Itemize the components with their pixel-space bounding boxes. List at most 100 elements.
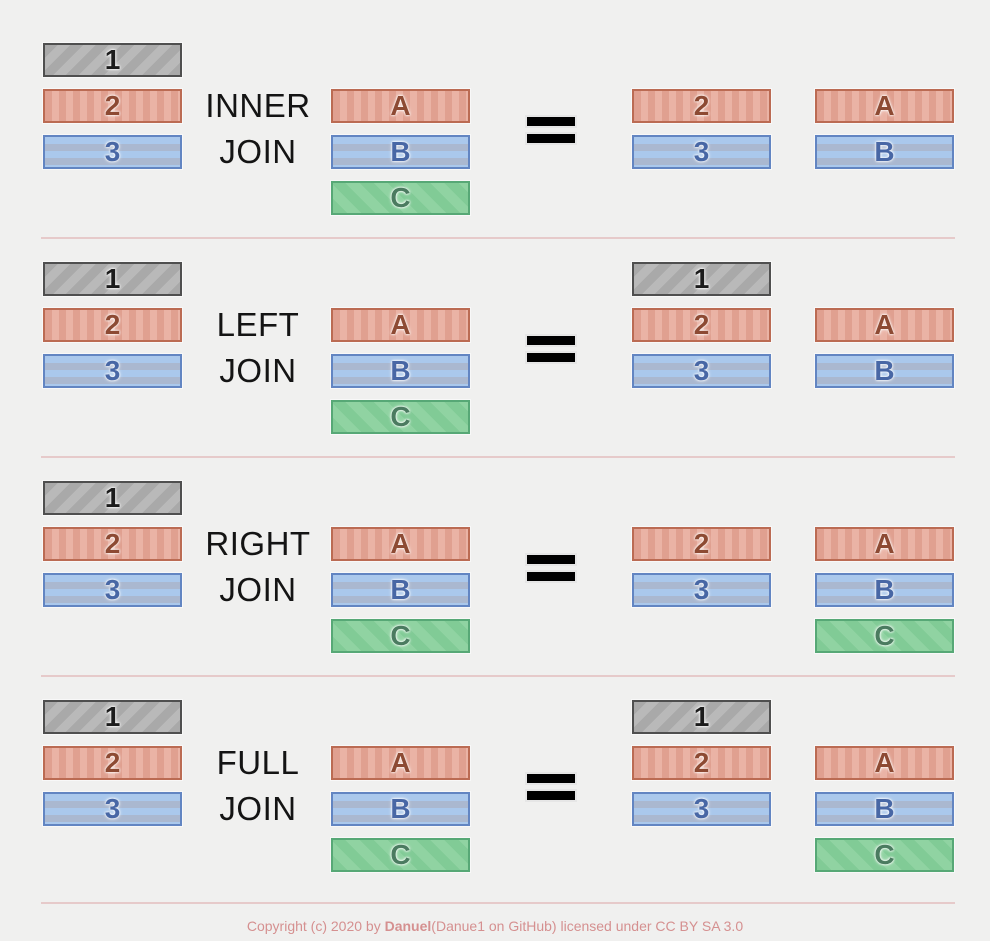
left-table-bar-1: 1 bbox=[43, 481, 182, 515]
right-table-bar-B: B bbox=[331, 354, 470, 388]
bar-label: B bbox=[874, 574, 895, 605]
result-right-bar-B: B bbox=[815, 792, 954, 826]
right-table-bar-C: C bbox=[331, 619, 470, 653]
left-table-bar-2: 2 bbox=[43, 527, 182, 561]
copyright-suffix: (Danue1 on GitHub) licensed under CC BY … bbox=[431, 918, 744, 934]
bar-label: 1 bbox=[104, 44, 121, 75]
bar-label: 1 bbox=[104, 482, 121, 513]
left-table-bar-2: 2 bbox=[43, 308, 182, 342]
bar-label: 1 bbox=[693, 263, 710, 294]
bar-label: 3 bbox=[104, 793, 121, 824]
bar-label: B bbox=[874, 136, 895, 167]
result-left-bar-3: 3 bbox=[632, 135, 771, 169]
join-label: LEFT JOIN bbox=[185, 262, 331, 434]
right-table-bar-A: A bbox=[331, 89, 470, 123]
result-left-bar-2: 2 bbox=[632, 89, 771, 123]
result-left-bar-3: 3 bbox=[632, 354, 771, 388]
equals-sign bbox=[527, 336, 575, 370]
bar-label: 2 bbox=[104, 528, 121, 559]
equals-bar-top bbox=[527, 774, 575, 783]
result-right-bar-A: A bbox=[815, 527, 954, 561]
result-left-bar-2: 2 bbox=[632, 527, 771, 561]
footer-divider bbox=[41, 902, 955, 904]
right-table-bar-C: C bbox=[331, 181, 470, 215]
join-label-line2: JOIN bbox=[219, 133, 297, 170]
result-left-bar-2: 2 bbox=[632, 746, 771, 780]
bar-label: A bbox=[874, 747, 895, 778]
bar-label: 3 bbox=[104, 574, 121, 605]
section-divider bbox=[41, 456, 955, 458]
result-right-bar-B: B bbox=[815, 354, 954, 388]
equals-bar-top bbox=[527, 117, 575, 126]
join-label: RIGHT JOIN bbox=[185, 481, 331, 653]
left-table-bar-1: 1 bbox=[43, 700, 182, 734]
bar-label: 1 bbox=[104, 701, 121, 732]
join-label: INNER JOIN bbox=[185, 43, 331, 215]
right-table-bar-A: A bbox=[331, 746, 470, 780]
equals-bar-bottom bbox=[527, 572, 575, 581]
join-label-line2: JOIN bbox=[219, 571, 297, 608]
footer-copyright: Copyright (c) 2020 by Danuel(Danue1 on G… bbox=[0, 918, 990, 934]
result-right-bar-A: A bbox=[815, 308, 954, 342]
result-left-bar-3: 3 bbox=[632, 573, 771, 607]
result-left-bar-3: 3 bbox=[632, 792, 771, 826]
left-table-bar-1: 1 bbox=[43, 43, 182, 77]
bar-label: 2 bbox=[693, 747, 710, 778]
bar-label: 3 bbox=[104, 355, 121, 386]
result-left-bar-1: 1 bbox=[632, 262, 771, 296]
join-label-line1: INNER bbox=[205, 87, 311, 124]
bar-label: B bbox=[874, 355, 895, 386]
bar-label: C bbox=[390, 182, 411, 213]
bar-label: 2 bbox=[693, 90, 710, 121]
equals-sign bbox=[527, 117, 575, 151]
copyright-prefix: Copyright (c) 2020 by bbox=[246, 918, 385, 934]
bar-label: A bbox=[390, 528, 411, 559]
result-right-bar-A: A bbox=[815, 89, 954, 123]
section-divider bbox=[41, 237, 955, 239]
bar-label: B bbox=[390, 136, 411, 167]
bar-label: C bbox=[874, 620, 895, 651]
result-right-bar-B: B bbox=[815, 135, 954, 169]
left-table-bar-2: 2 bbox=[43, 89, 182, 123]
bar-label: A bbox=[390, 90, 411, 121]
bar-label: 3 bbox=[693, 574, 710, 605]
join-label-line1: FULL bbox=[216, 744, 300, 781]
bar-label: 3 bbox=[693, 136, 710, 167]
right-table-bar-C: C bbox=[331, 400, 470, 434]
bar-label: C bbox=[874, 839, 895, 870]
right-table-bar-B: B bbox=[331, 792, 470, 826]
right-table-bar-B: B bbox=[331, 573, 470, 607]
bar-label: 2 bbox=[693, 309, 710, 340]
equals-sign bbox=[527, 774, 575, 808]
bar-label: B bbox=[390, 793, 411, 824]
bar-label: C bbox=[390, 620, 411, 651]
bar-label: B bbox=[390, 355, 411, 386]
equals-bar-bottom bbox=[527, 791, 575, 800]
bar-label: B bbox=[390, 574, 411, 605]
right-table-bar-C: C bbox=[331, 838, 470, 872]
left-table-bar-3: 3 bbox=[43, 354, 182, 388]
result-left-bar-2: 2 bbox=[632, 308, 771, 342]
result-right-bar-A: A bbox=[815, 746, 954, 780]
equals-bar-bottom bbox=[527, 134, 575, 143]
join-label-line2: JOIN bbox=[219, 352, 297, 389]
equals-sign bbox=[527, 555, 575, 589]
bar-label: 3 bbox=[693, 793, 710, 824]
bar-label: A bbox=[390, 309, 411, 340]
right-table-bar-A: A bbox=[331, 308, 470, 342]
bar-label: 2 bbox=[104, 747, 121, 778]
bar-label: 1 bbox=[104, 263, 121, 294]
join-label-line1: RIGHT bbox=[205, 525, 311, 562]
join-label: FULL JOIN bbox=[185, 700, 331, 872]
bar-label: 2 bbox=[104, 90, 121, 121]
section-divider bbox=[41, 675, 955, 677]
bar-label: B bbox=[874, 793, 895, 824]
result-left-bar-1: 1 bbox=[632, 700, 771, 734]
left-table-bar-3: 3 bbox=[43, 573, 182, 607]
left-table-bar-1: 1 bbox=[43, 262, 182, 296]
result-right-bar-C: C bbox=[815, 838, 954, 872]
